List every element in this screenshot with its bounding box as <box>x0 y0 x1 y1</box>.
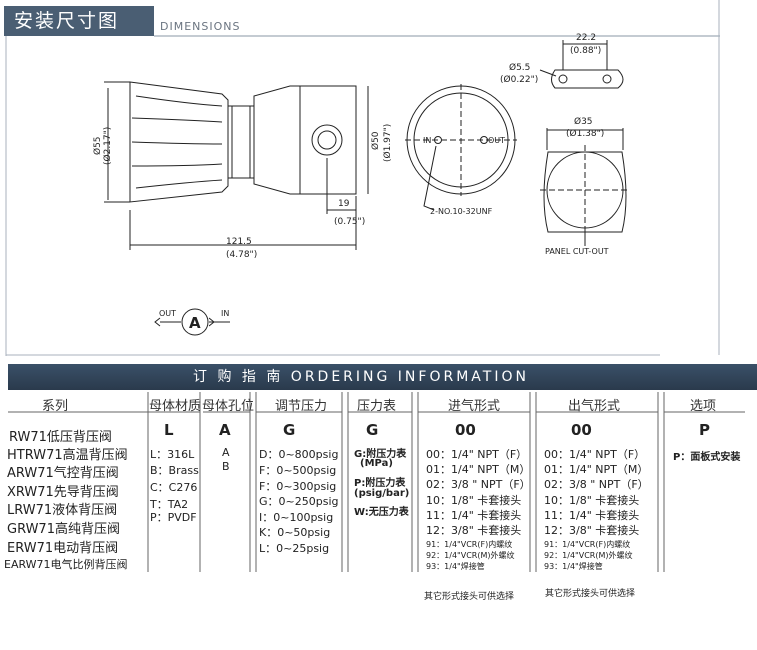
outlet-option-small: 92：1/4"VCR(M)外螺纹 <box>544 551 633 560</box>
symbol-in: IN <box>221 309 229 318</box>
inlet-option-small: 93：1/4"焊接管 <box>426 562 485 571</box>
dim-hole-spacing-in: (0.88") <box>570 46 601 56</box>
series-item: XRW71先导背压阀 <box>7 485 119 500</box>
label-in: IN <box>423 136 431 145</box>
header-material: 母体材质 <box>149 399 202 414</box>
outlet-option: 02：3/8 " NPT（F） <box>544 478 649 491</box>
dim-hole-dia-in: (Ø0.22") <box>500 74 538 85</box>
outlet-option: 12：3/8" 卡套接头 <box>544 524 640 537</box>
dim-dia50: Ø50 <box>370 131 381 150</box>
inlet-option: 10：1/8" 卡套接头 <box>426 494 522 507</box>
header-outlet: 出气形式 <box>568 399 621 414</box>
panel-cutout-label: PANEL CUT-OUT <box>545 247 609 256</box>
gauge-option: G:附压力表 <box>354 449 407 460</box>
outlet-option: 10：1/8" 卡套接头 <box>544 494 640 507</box>
flow-symbol: A <box>189 314 201 332</box>
inlet-option: 12：3/8" 卡套接头 <box>426 524 522 537</box>
series-item: ARW71气控背压阀 <box>7 466 119 481</box>
material-option: L：316L <box>150 448 195 461</box>
inlet-option: 11：1/4" 卡套接头 <box>426 509 522 522</box>
header-pressure: 调节压力 <box>275 399 328 414</box>
inlet-option: 00：1/4" NPT（F） <box>426 448 528 461</box>
series-item: EARW71电气比例背压阀 <box>4 558 128 571</box>
outlet-option-small: 93：1/4"焊接管 <box>544 562 603 571</box>
label-out: OUT <box>488 136 505 145</box>
pressure-option: F：0~300psig <box>259 480 337 493</box>
header-port: 母体孔位 <box>202 399 255 414</box>
gauge-option: P:附压力表 <box>354 478 406 489</box>
pressure-option: F：0~500psig <box>259 464 337 477</box>
material-option: C：C276 <box>150 481 198 494</box>
section-subtitle: DIMENSIONS <box>160 20 241 33</box>
outlet-code: 00 <box>571 421 592 439</box>
dim-port: 19 <box>338 199 350 209</box>
gauge-option: W:无压力表 <box>354 507 409 518</box>
option-code: P <box>699 421 710 439</box>
dim-hole-spacing: 22.2 <box>576 33 596 43</box>
port-option: B <box>222 460 230 473</box>
outlet-option-small: 91：1/4"VCR(F)内螺纹 <box>544 540 631 549</box>
material-option: T：TA2 <box>150 498 189 511</box>
option-item: P：面板式安装 <box>673 452 741 463</box>
material-option: P：PVDF <box>150 511 197 524</box>
series-item: RW71低压背压阀 <box>9 430 112 445</box>
pressure-option: K：0~50psig <box>259 526 331 539</box>
pressure-option: L：0~25psig <box>259 542 330 555</box>
dim-dia55-in: (Ø2.17") <box>102 127 113 165</box>
dim-length: 121.5 <box>226 237 252 247</box>
inlet-option: 01：1/4" NPT（M） <box>426 463 531 476</box>
pressure-code: G <box>283 421 296 439</box>
series-item: ERW71电动背压阀 <box>7 541 119 556</box>
ordering-table-lines <box>8 392 745 572</box>
header-option: 选项 <box>690 399 717 414</box>
series-item: LRW71液体背压阀 <box>7 503 118 518</box>
outlet-option: 01：1/4" NPT（M） <box>544 463 649 476</box>
inlet-option: 02：3/8 " NPT（F） <box>426 478 531 491</box>
port-code: A <box>219 421 231 439</box>
inlet-code: 00 <box>455 421 476 439</box>
dim-cut-dia: Ø35 <box>574 116 593 127</box>
header-gauge: 压力表 <box>357 399 397 414</box>
pressure-option: D：0~800psig <box>259 448 339 461</box>
dim-length-in: (4.78") <box>226 250 257 260</box>
symbol-out: OUT <box>159 309 176 318</box>
series-item: GRW71高纯背压阀 <box>7 522 120 537</box>
dim-hole-dia: Ø5.5 <box>509 62 530 73</box>
gauge-option: (psig/bar) <box>354 488 410 499</box>
outlet-option: 00：1/4" NPT（F） <box>544 448 646 461</box>
dim-dia55: Ø55 <box>92 136 103 155</box>
material-option: B：Brass <box>150 464 199 477</box>
dim-dia50-in: (Ø1.97") <box>382 124 393 162</box>
inlet-option-small: 91：1/4"VCR(F)内螺纹 <box>426 540 513 549</box>
outlet-option: 11：1/4" 卡套接头 <box>544 509 640 522</box>
gauge-code: G <box>366 421 379 439</box>
thread-note: 2-NO.10-32UNF <box>430 207 493 216</box>
inlet-note: 其它形式接头可供选择 <box>424 592 515 602</box>
section-title: 安装尺寸图 <box>4 6 154 36</box>
dimension-drawing: Ø55 (Ø2.17") 121.5 (4.78") 19 (0.75") Ø5… <box>5 0 720 356</box>
material-code: L <box>164 421 174 439</box>
port-option: A <box>222 446 230 459</box>
dim-port-in: (0.75") <box>334 217 365 227</box>
pressure-option: I：0~100psig <box>259 511 334 524</box>
outlet-note: 其它形式接头可供选择 <box>545 589 636 599</box>
pressure-option: G：0~250psig <box>259 495 339 508</box>
gauge-option: (MPa) <box>360 458 393 469</box>
inlet-option-small: 92：1/4"VCR(M)外螺纹 <box>426 551 515 560</box>
ordering-bar: 订 购 指 南 ORDERING INFORMATION <box>8 364 757 390</box>
series-item: HTRW71高温背压阀 <box>7 448 128 463</box>
header-inlet: 进气形式 <box>448 399 501 414</box>
dim-cut-dia-in: (Ø1.38") <box>566 128 604 139</box>
header-series: 系列 <box>42 399 69 414</box>
